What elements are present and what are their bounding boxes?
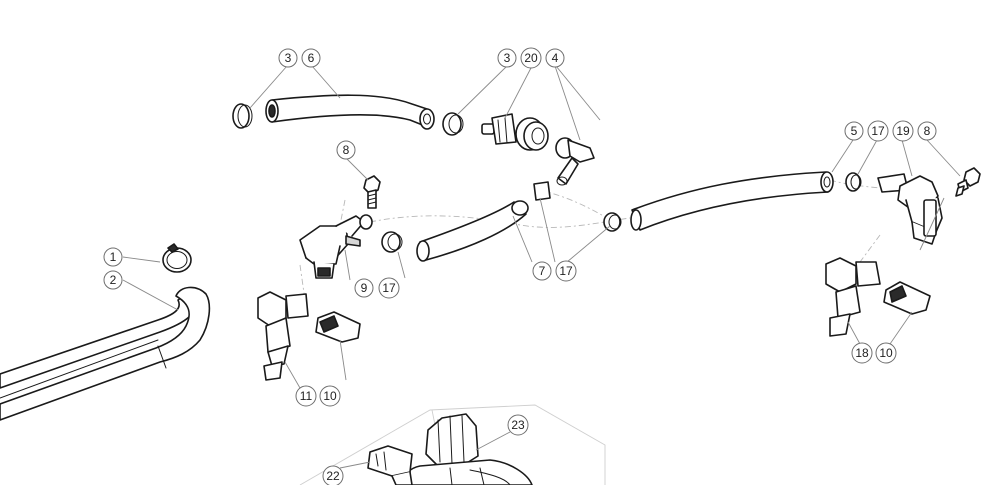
- svg-text:7: 7: [539, 264, 546, 278]
- callout-5: 5: [844, 121, 864, 141]
- svg-text:8: 8: [343, 143, 350, 157]
- connector-20: [481, 113, 549, 151]
- hose-clamp-3a: [232, 103, 253, 129]
- callout-8: 8: [917, 121, 937, 141]
- hose-7: [416, 200, 529, 262]
- callout-6: 6: [301, 48, 321, 68]
- hose-6: [265, 94, 435, 130]
- callout-4: 4: [545, 48, 565, 68]
- svg-text:10: 10: [879, 346, 893, 360]
- connector-10a: [315, 311, 361, 343]
- fuel-rail-9: [299, 214, 373, 279]
- clamp-17b: [533, 181, 622, 232]
- callout-8: 8: [336, 140, 356, 160]
- sensor-23: [399, 413, 533, 485]
- svg-text:4: 4: [552, 51, 559, 65]
- svg-text:17: 17: [382, 281, 396, 295]
- leader-lines: [122, 65, 961, 469]
- callout-17: 17: [555, 260, 577, 282]
- svg-text:22: 22: [326, 469, 340, 483]
- svg-text:10: 10: [323, 389, 337, 403]
- injector-18: [825, 257, 881, 337]
- svg-text:17: 17: [559, 264, 573, 278]
- svg-text:9: 9: [361, 281, 368, 295]
- svg-text:5: 5: [851, 124, 858, 138]
- callout-17: 17: [378, 277, 400, 299]
- callout-18: 18: [851, 342, 873, 364]
- bolt-8a: [363, 175, 381, 209]
- svg-text:17: 17: [871, 124, 885, 138]
- callout-17: 17: [867, 120, 889, 142]
- bolt-8b: [955, 167, 981, 197]
- callout-20: 20: [520, 47, 542, 69]
- svg-text:1: 1: [110, 250, 117, 264]
- clamp-17a: [381, 231, 403, 253]
- svg-text:11: 11: [300, 389, 313, 403]
- connector-10b: [883, 281, 931, 315]
- callout-9: 9: [354, 278, 374, 298]
- callout-1: 1: [103, 247, 123, 267]
- svg-text:19: 19: [896, 124, 910, 138]
- svg-text:23: 23: [511, 418, 525, 432]
- callout-3: 3: [278, 48, 298, 68]
- callout-7: 7: [532, 261, 552, 281]
- callout-10: 10: [319, 385, 341, 407]
- hose-2: [0, 286, 211, 421]
- callout-2: 2: [103, 270, 123, 290]
- svg-text:18: 18: [855, 346, 869, 360]
- callout-11: 11: [295, 385, 317, 407]
- svg-text:3: 3: [285, 51, 292, 65]
- svg-text:2: 2: [110, 273, 117, 287]
- svg-text:20: 20: [524, 51, 538, 65]
- elbow-4: [555, 137, 595, 186]
- hose-clamp-3b: [442, 112, 464, 136]
- svg-text:8: 8: [924, 124, 931, 138]
- callout-23: 23: [507, 414, 529, 436]
- hose-5: [630, 171, 834, 231]
- callout-3: 3: [497, 48, 517, 68]
- callouts: 1 2 3 6 3 20 4 8 9 17 7 17 11 10 5 17 19…: [103, 47, 937, 485]
- callout-22: 22: [322, 465, 344, 485]
- clamp-17c: [845, 172, 862, 192]
- callout-10: 10: [875, 342, 897, 364]
- svg-text:3: 3: [504, 51, 511, 65]
- injector-11: [257, 291, 309, 381]
- svg-text:6: 6: [308, 51, 315, 65]
- hose-clamp-1: [162, 243, 192, 273]
- fuel-rail-19: [877, 173, 943, 245]
- connector-22: [367, 445, 413, 485]
- callout-19: 19: [892, 120, 914, 142]
